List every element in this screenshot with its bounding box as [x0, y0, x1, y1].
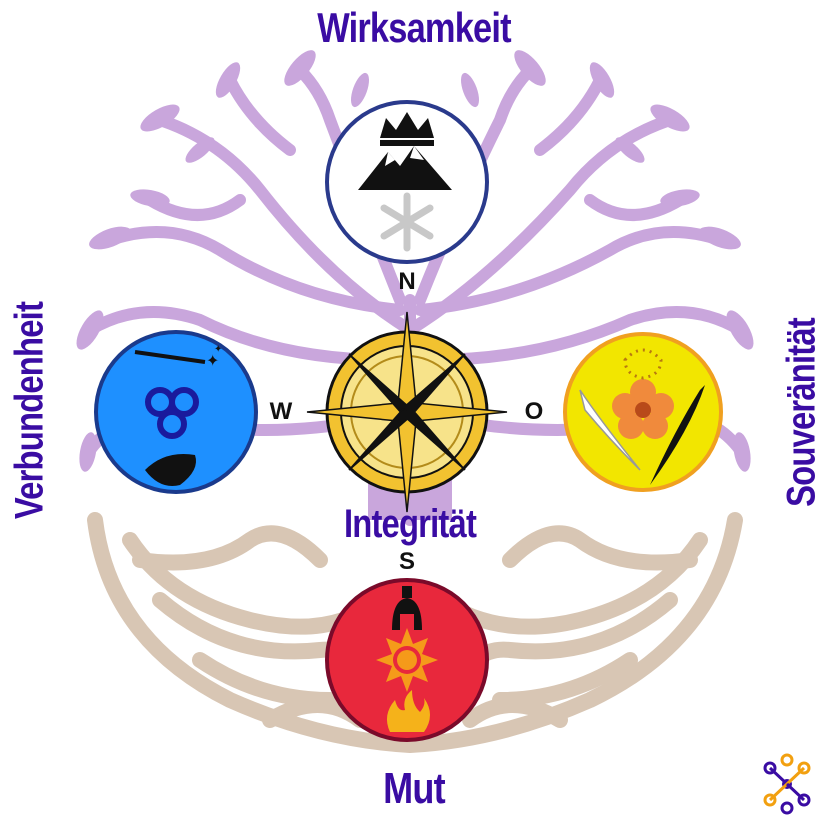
label-mut: Mut — [383, 764, 445, 813]
compass-rose — [306, 311, 508, 513]
label-souveraenitaet: Souveränität — [779, 318, 824, 507]
compass-north-letter: N — [398, 268, 416, 295]
spartan-helmet-icon — [392, 586, 422, 630]
south-symbol — [325, 578, 489, 742]
compass-star — [306, 311, 508, 513]
flower-dots-icon — [623, 348, 663, 380]
tree-leaves — [76, 50, 754, 472]
magic-wand-icon: ✦ ✦ — [134, 344, 222, 370]
sun-icon — [376, 628, 438, 692]
compass-west-letter: W — [269, 398, 293, 425]
label-wirksamkeit: Wirksamkeit — [317, 4, 511, 51]
label-verbundenheit: Verbundenheit — [7, 301, 52, 520]
flame-icon — [386, 690, 430, 732]
flower-icon — [612, 379, 674, 439]
svg-text:✦: ✦ — [206, 351, 219, 370]
svg-text:✦: ✦ — [214, 344, 222, 355]
black-feather-icon — [650, 385, 705, 485]
tree-roots — [87, 512, 743, 754]
east-symbol — [563, 332, 723, 492]
network-logo-icon — [763, 753, 811, 815]
compass-east-letter: O — [524, 398, 544, 425]
mountain-icon — [358, 146, 452, 190]
north-symbol — [325, 100, 489, 264]
label-integritaet: Integrität — [343, 502, 477, 546]
crown-icon — [380, 112, 434, 146]
compass-south-letter: S — [398, 548, 415, 575]
oak-leaf-icon — [145, 454, 196, 486]
snowflake-icon — [380, 192, 434, 252]
west-symbol: ✦ ✦ — [94, 330, 258, 494]
triskele-icon — [145, 387, 199, 439]
white-feather-icon — [579, 389, 641, 471]
